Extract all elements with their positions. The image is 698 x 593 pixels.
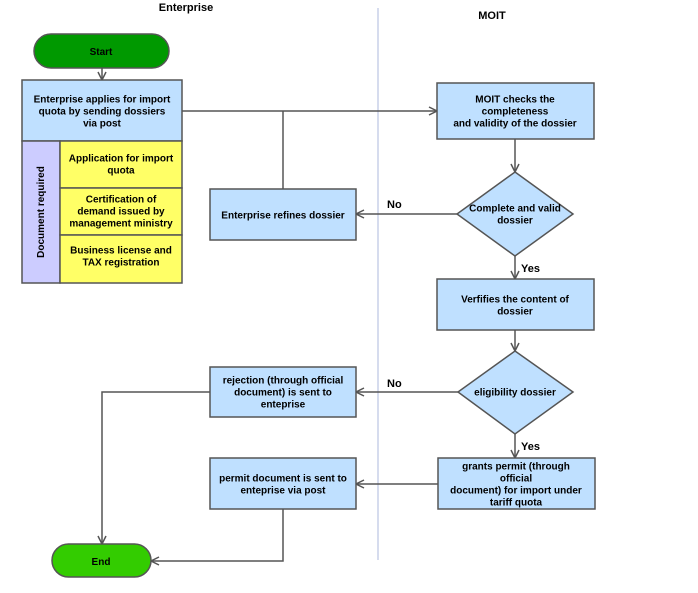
text-line: permit document is sent to xyxy=(219,474,347,485)
permit-sent-box xyxy=(209,457,357,510)
refine-process-label: Enterprise refines dossier xyxy=(221,211,344,222)
documents-required-label: Document required xyxy=(36,166,47,258)
edge-label-no-complete: No xyxy=(387,199,402,211)
document-application-box xyxy=(59,140,183,189)
text-line: completeness xyxy=(482,107,549,118)
text-line: via post xyxy=(83,119,121,130)
text-line: management ministry xyxy=(69,219,173,230)
text-line: eligibility dossier xyxy=(474,388,556,399)
end-label: End xyxy=(92,557,111,568)
text-line: Application for import xyxy=(69,154,174,165)
text-line: quota by sending dossiers xyxy=(39,107,166,118)
eligibility-label: eligibility dossier xyxy=(474,388,556,399)
text-line: MOIT checks the xyxy=(475,95,555,106)
edge-label-yes-eligibility: Yes xyxy=(521,441,540,453)
edge-label-no-eligibility: No xyxy=(387,378,402,390)
text-line: quota xyxy=(107,166,135,177)
text-line: rejection (through official xyxy=(223,376,344,387)
start-label: Start xyxy=(90,47,113,58)
text-line: Enterprise applies for import xyxy=(34,95,171,106)
refine-process-box xyxy=(209,188,357,241)
text-line: dossier xyxy=(497,216,533,227)
document-business-license-box xyxy=(59,234,183,284)
text-line: document) is sent to xyxy=(234,388,332,399)
text-line: and validity of the dossier xyxy=(453,119,576,130)
lane-title-enterprise: Enterprise xyxy=(159,2,213,14)
text-line: official xyxy=(500,474,532,485)
rejection-box xyxy=(209,366,357,418)
text-line: enteprise xyxy=(261,400,306,411)
text-line: TAX registration xyxy=(82,258,159,269)
edge-permit-end xyxy=(151,509,284,561)
eligibility-decision xyxy=(456,350,575,435)
edge-rejection-end xyxy=(102,391,210,544)
text-line: demand issued by xyxy=(77,207,165,218)
text-line: enteprise via post xyxy=(240,486,326,497)
text-line: Enterprise refines dossier xyxy=(221,211,344,222)
grant-permit-box xyxy=(437,457,596,510)
moit-check-box xyxy=(436,82,595,140)
start-terminal xyxy=(33,33,170,69)
verify-content-box xyxy=(436,278,595,331)
text-line: grants permit (through xyxy=(462,462,570,473)
text-line: Complete and valid xyxy=(469,204,561,215)
apply-process-box xyxy=(21,79,183,142)
text-line: document) for import under xyxy=(450,486,582,497)
edge-label-yes-complete: Yes xyxy=(521,263,540,275)
text-line: Verfifies the content of xyxy=(461,295,569,306)
lane-title-moit: MOIT xyxy=(478,10,506,22)
complete-valid-decision xyxy=(455,171,575,257)
text-line: Certification of xyxy=(86,195,157,206)
document-certification-box xyxy=(59,187,183,236)
text-line: tariff quota xyxy=(490,498,543,509)
text-line: Business license and xyxy=(70,246,172,257)
text-line: dossier xyxy=(497,307,533,318)
end-terminal xyxy=(51,543,152,578)
